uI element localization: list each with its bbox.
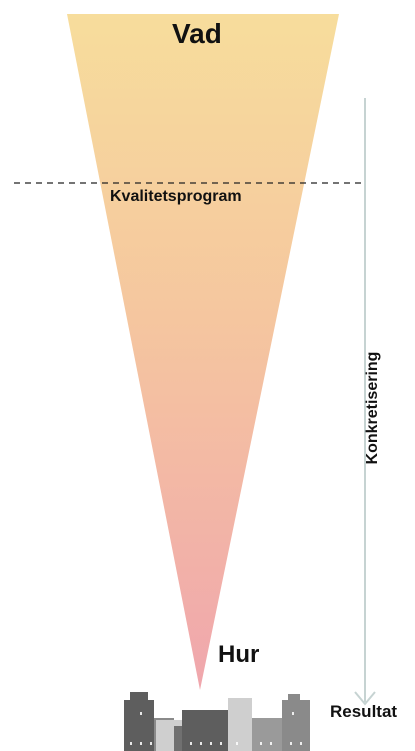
result-label: Resultat	[330, 702, 398, 721]
city-skyline-icon	[124, 692, 310, 751]
bottom-label: Hur	[218, 641, 260, 668]
band-label: Kvalitetsprogram	[110, 188, 242, 205]
top-label: Vad	[172, 18, 222, 49]
arrow-down-icon	[354, 98, 376, 706]
side-axis-label: Konkretisering	[364, 351, 381, 465]
funnel-cone	[67, 14, 339, 690]
